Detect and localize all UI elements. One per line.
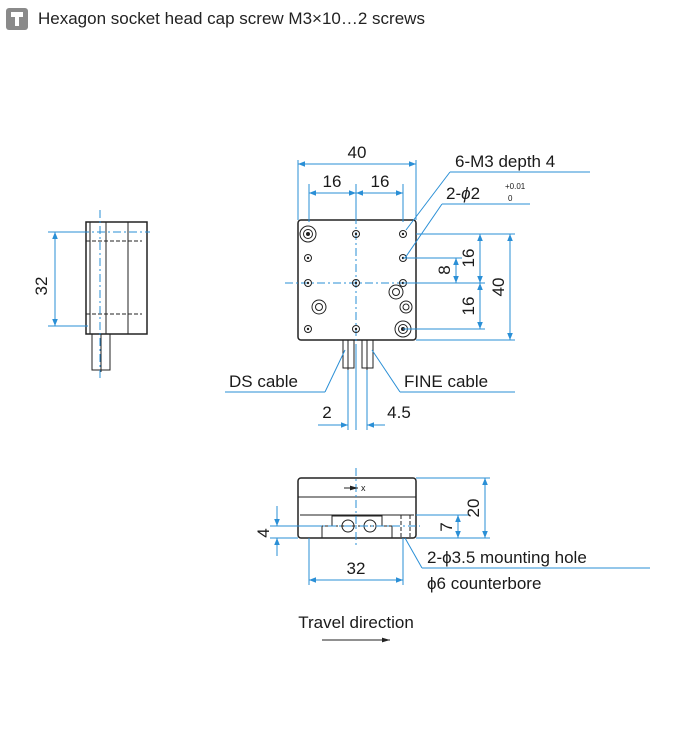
tapped-hole xyxy=(304,325,312,333)
counterbore-screw xyxy=(299,225,317,243)
mounting-hole-callout: 2-ϕ3.5 mounting hole xyxy=(427,548,587,567)
top-dim-8: 8 xyxy=(435,265,454,274)
header-caption: Hexagon socket head cap screw M3×10…2 sc… xyxy=(38,9,425,28)
tapped-hole xyxy=(352,279,360,287)
counterbore-screw xyxy=(388,284,404,300)
side-view: 32 xyxy=(32,210,150,378)
front-height-dim: 20 xyxy=(464,499,483,518)
tapped-hole xyxy=(352,325,360,333)
tapped-hole xyxy=(304,254,312,262)
side-view-body xyxy=(85,221,148,335)
travel-direction-label: Travel direction xyxy=(298,613,414,632)
tapped-hole xyxy=(304,279,312,287)
front-width-dim: 32 xyxy=(347,559,366,578)
screw-icon xyxy=(6,8,28,30)
travel-direction: Travel direction xyxy=(298,613,414,643)
top-right-half-dim: 16 xyxy=(371,172,390,191)
pin-tol-upper: +0.01 xyxy=(505,182,526,191)
counterbore-screw xyxy=(311,299,327,315)
top-width-dim: 40 xyxy=(348,143,367,162)
fine-cable-label: FINE cable xyxy=(404,372,488,391)
tapped-holes-callout: 6-M3 depth 4 xyxy=(455,152,555,171)
header: Hexagon socket head cap screw M3×10…2 sc… xyxy=(6,6,425,32)
counterbore-callout: ϕ6 counterbore xyxy=(427,574,541,593)
pin-tol-lower: 0 xyxy=(508,194,513,203)
x-axis-label: x xyxy=(361,483,366,493)
side-view-height-dim: 32 xyxy=(32,277,51,296)
front-view-body xyxy=(297,477,417,539)
top-height-dim: 40 xyxy=(489,278,508,297)
mounting-hole xyxy=(341,519,355,533)
cable-dim-4-5: 4.5 xyxy=(387,403,411,422)
counterbore-screw xyxy=(399,300,413,314)
top-dim-16-lower: 16 xyxy=(459,297,478,316)
top-view: 40 16 16 6-M3 depth 4 2-ϕ2 +0.01 0 40 16… xyxy=(225,143,590,430)
ds-cable-label: DS cable xyxy=(229,372,298,391)
front-dim-4: 4 xyxy=(254,528,273,537)
cable-dim-2: 2 xyxy=(322,403,331,422)
tapped-hole xyxy=(352,230,360,238)
front-view: x 20 7 4 32 2-ϕ3.5 mounting hole ϕ6 coun… xyxy=(254,468,650,593)
top-view-body xyxy=(297,219,417,341)
pin-holes-callout: 2-ϕ2 xyxy=(446,184,480,203)
tapped-hole xyxy=(399,230,407,238)
front-dim-7: 7 xyxy=(437,522,456,531)
top-dim-16-upper: 16 xyxy=(459,249,478,268)
top-left-half-dim: 16 xyxy=(323,172,342,191)
